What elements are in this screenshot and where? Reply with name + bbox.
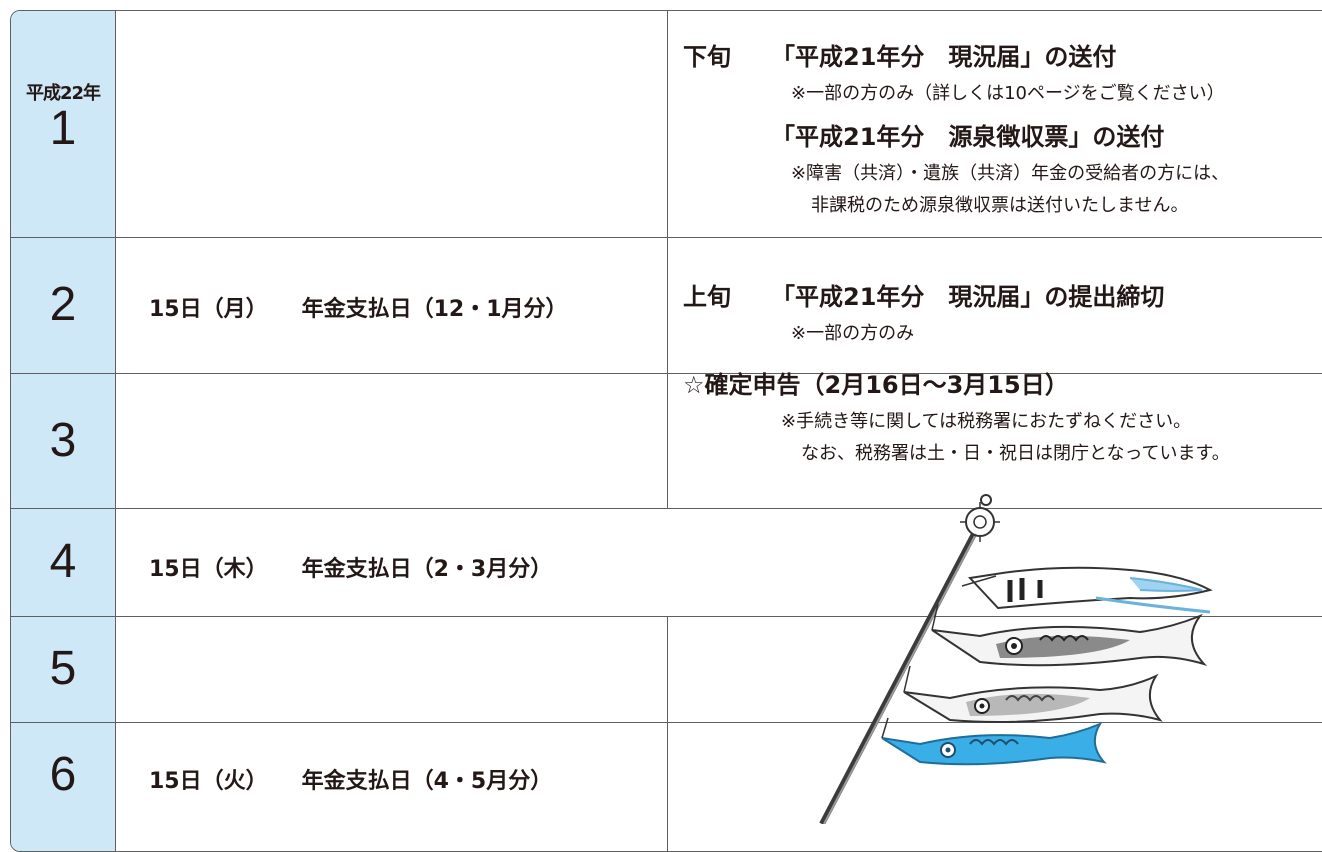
jan-period: 下旬 <box>683 43 731 71</box>
row-divider <box>11 237 1322 238</box>
month-5: 5 <box>49 642 77 695</box>
payment-label: 年金支払日（2・3月分） <box>301 557 553 582</box>
feb-period: 上旬 <box>683 283 731 311</box>
month-1: 1 <box>49 102 77 155</box>
payment-date: 15日（木） <box>149 557 268 582</box>
row-divider <box>11 722 1322 723</box>
feb-item1-note: ※一部の方のみ <box>791 323 915 344</box>
jan-item1-title: 「平成21年分 現況届」の送付 <box>771 43 1117 71</box>
column-divider <box>667 11 668 508</box>
pole-highlight <box>823 533 977 824</box>
row-divider <box>11 616 1322 617</box>
year-label: 平成22年 <box>25 83 101 104</box>
payment-jun: 15日（火） 年金支払日（4・5月分） <box>149 763 552 795</box>
payment-date: 15日（火） <box>149 769 268 794</box>
feb-item2-note1: ※手続き等に関しては税務署におたずねください。 <box>781 411 1192 432</box>
pole <box>819 532 977 824</box>
black-carp <box>931 613 1208 667</box>
feb-item1-title: 「平成21年分 現況届」の提出締切 <box>771 283 1165 311</box>
jan-item2-title: 「平成21年分 源泉徴収票」の送付 <box>771 123 1165 151</box>
blue-carp <box>881 721 1107 766</box>
streamer <box>961 566 1213 614</box>
month-6: 6 <box>49 748 77 801</box>
month-column <box>11 11 116 851</box>
payment-date: 15日（月） <box>149 297 268 322</box>
payment-apr: 15日（木） 年金支払日（2・3月分） <box>149 551 552 583</box>
jan-item1-note: ※一部の方のみ（詳しくは10ページをご覧ください） <box>791 83 1225 104</box>
payment-feb: 15日（月） 年金支払日（12・1月分） <box>149 291 568 323</box>
feb-item2-note2: なお、税務署は土・日・祝日は閉庁となっています。 <box>801 443 1230 464</box>
payment-label: 年金支払日（12・1月分） <box>301 297 568 322</box>
ropes <box>881 603 939 739</box>
month-4: 4 <box>49 535 77 588</box>
koinobori-illustration <box>819 494 1213 824</box>
month-3: 3 <box>49 414 77 467</box>
column-divider <box>667 616 668 851</box>
row-divider <box>115 373 668 374</box>
jan-item2-note2: 非課税のため源泉徴収票は送付いたしません。 <box>811 195 1189 216</box>
row-divider <box>11 508 1322 509</box>
red-carp <box>903 673 1163 723</box>
schedule-table: 平成22年 1 2 3 4 5 6 15日（月） 年金支払日（12・1月分） 15… <box>10 10 1322 852</box>
payment-label: 年金支払日（4・5月分） <box>301 769 553 794</box>
feb-item2-title: ☆確定申告（2月16日～3月15日） <box>683 371 1069 399</box>
jan-item2-note1: ※障害（共済）・遺族（共済）年金の受給者の方には、 <box>791 163 1230 184</box>
pole-ornament <box>965 507 995 537</box>
month-2: 2 <box>49 278 77 331</box>
